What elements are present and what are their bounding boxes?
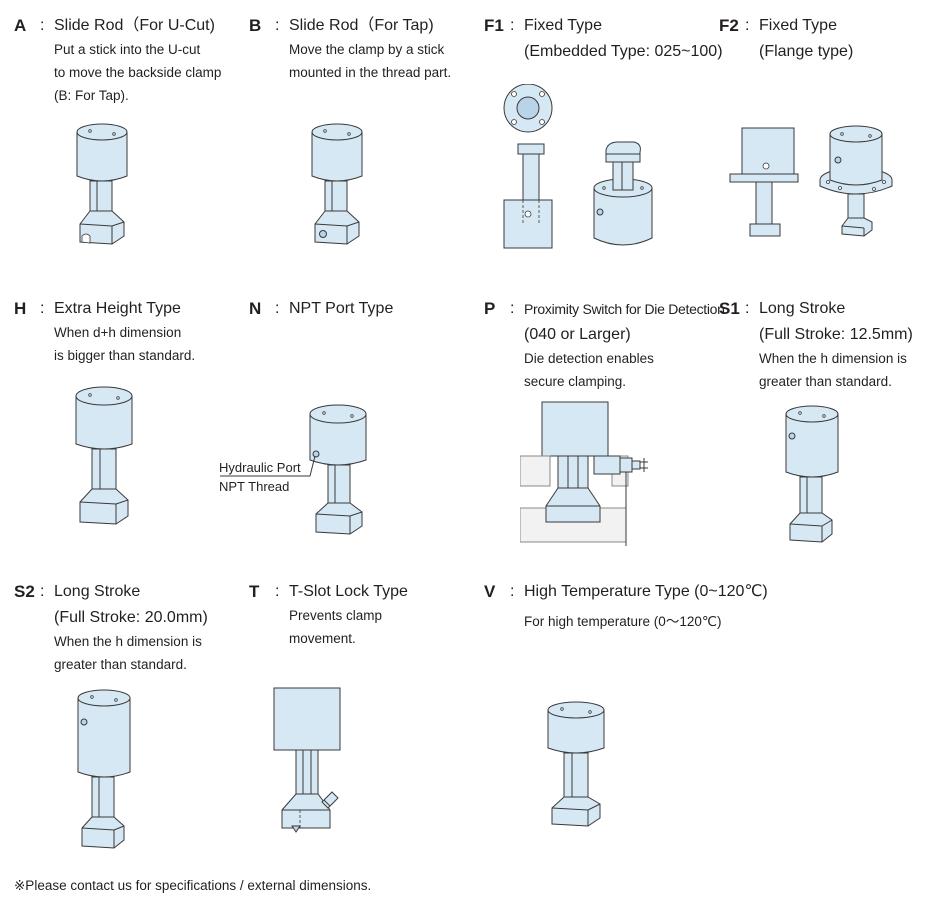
item-s2: S2:Long Stroke (Full Stroke: 20.0mm) Whe… <box>14 580 246 676</box>
clamp-t-illustration <box>273 687 341 833</box>
item-code: B <box>249 16 262 35</box>
item-subtitle: (Embedded Type: 025~100) <box>524 43 723 60</box>
clamp-f1-illustration <box>503 84 653 249</box>
item-subtitle: (Full Stroke: 20.0mm) <box>54 609 208 626</box>
item-code: S2 <box>14 582 35 601</box>
clamp-a-illustration <box>76 123 128 245</box>
item-desc-line: Put a stick into the U-cut <box>54 42 201 57</box>
item-title: Proximity Switch for Die Detection <box>524 301 725 317</box>
clamp-p-illustration <box>520 401 648 546</box>
item-h: H:Extra Height Type When d+h dimension i… <box>14 297 246 367</box>
callout-npt-thread: NPT Thread <box>219 479 290 494</box>
item-title: Long Stroke <box>759 300 846 317</box>
item-code: V <box>484 582 496 601</box>
footer-note: ※Please contact us for specifications / … <box>14 878 372 893</box>
item-desc-line: greater than standard. <box>54 657 187 672</box>
item-title: Fixed Type <box>524 17 602 34</box>
item-f2: F2:Fixed Type (Flange type) <box>719 14 930 64</box>
item-title: Extra Height Type <box>54 300 181 317</box>
item-desc-line: When the h dimension is <box>759 351 907 366</box>
item-desc-line: (B: For Tap). <box>54 88 129 103</box>
item-code: T <box>249 582 260 601</box>
clamp-v-illustration <box>547 701 605 827</box>
item-s1: S1:Long Stroke (Full Stroke: 12.5mm) Whe… <box>719 297 930 393</box>
item-title: Slide Rod（For Tap) <box>289 17 434 34</box>
item-desc-line: When the h dimension is <box>54 634 202 649</box>
item-code: P <box>484 299 496 318</box>
item-n: N:NPT Port Type <box>249 297 481 321</box>
item-subtitle: (Flange type) <box>759 43 854 60</box>
clamp-f2-illustration <box>729 125 893 237</box>
item-desc-line: Die detection enables <box>524 351 654 366</box>
item-code: F1 <box>484 16 504 35</box>
clamp-n-illustration <box>220 404 367 535</box>
item-subtitle: (Full Stroke: 12.5mm) <box>759 326 913 343</box>
item-title: Fixed Type <box>759 17 837 34</box>
item-title: T-Slot Lock Type <box>289 583 408 600</box>
item-t: T:T-Slot Lock Type Prevents clamp moveme… <box>249 580 481 650</box>
item-title: High Temperature Type (0~120℃) <box>524 583 768 600</box>
item-desc-line: greater than standard. <box>759 374 892 389</box>
item-desc-line: to move the backside clamp <box>54 65 222 80</box>
item-desc-line: movement. <box>289 631 356 646</box>
clamp-h-illustration <box>75 386 133 525</box>
item-desc-line: For high temperature (0～120℃) <box>524 614 722 629</box>
item-desc-line: Prevents clamp <box>289 608 383 623</box>
item-p: P:Proximity Switch for Die Detection (04… <box>484 297 725 393</box>
clamp-s2-illustration <box>77 689 131 849</box>
item-code: N <box>249 299 262 318</box>
item-title: Slide Rod（For U-Cut) <box>54 17 215 34</box>
item-desc-line: secure clamping. <box>524 374 627 389</box>
item-desc-line: is bigger than standard. <box>54 348 196 363</box>
item-code: S1 <box>719 299 740 318</box>
item-desc-line: mounted in the thread part. <box>289 65 452 80</box>
item-title: NPT Port Type <box>289 300 394 317</box>
item-code: A <box>14 16 27 35</box>
item-v: V:High Temperature Type (0~120℃) For hig… <box>484 580 804 633</box>
item-desc-line: When d+h dimension <box>54 325 182 340</box>
item-title: Long Stroke <box>54 583 141 600</box>
item-f1: F1:Fixed Type (Embedded Type: 025~100) <box>484 14 723 64</box>
item-desc-line: Move the clamp by a stick <box>289 42 445 57</box>
item-code: F2 <box>719 16 739 35</box>
item-subtitle: (040 or Larger) <box>524 326 631 343</box>
item-b: B:Slide Rod（For Tap) Move the clamp by a… <box>249 14 481 84</box>
callout-hydraulic-port: Hydraulic Port <box>219 460 301 475</box>
clamp-s1-illustration <box>785 405 839 543</box>
item-code: H <box>14 299 27 318</box>
clamp-b-illustration <box>311 123 363 245</box>
item-a: A:Slide Rod（For U-Cut) Put a stick into … <box>14 14 246 107</box>
